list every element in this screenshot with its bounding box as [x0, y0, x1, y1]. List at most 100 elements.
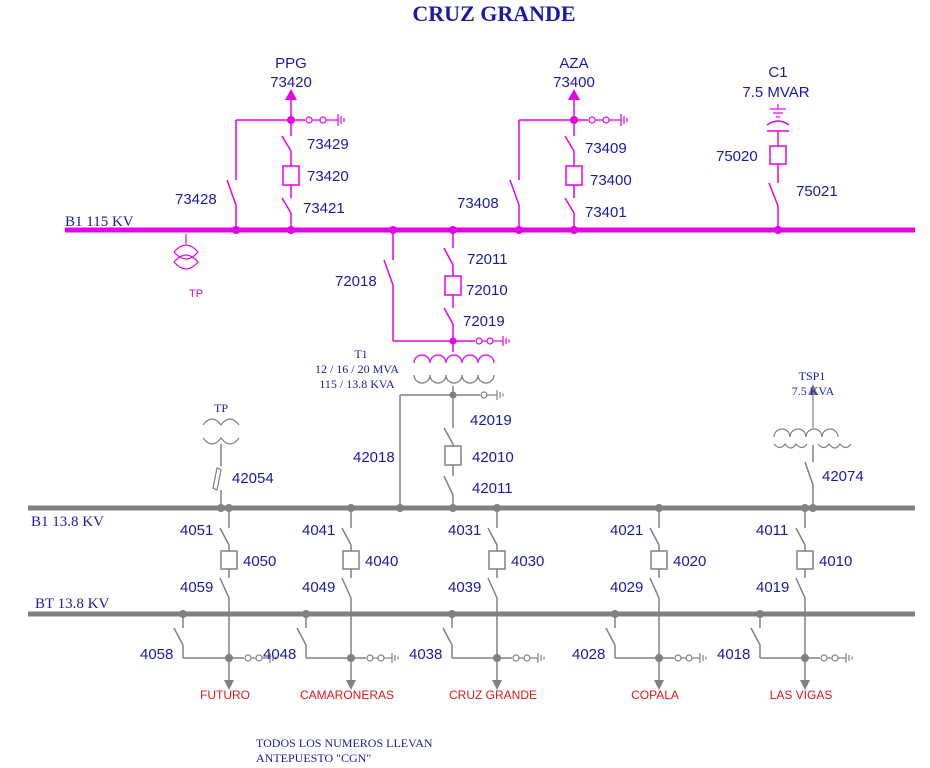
bypass-switch: [605, 627, 616, 646]
disconnect-switch: [564, 135, 575, 152]
line-number: 73420: [270, 74, 312, 91]
bypass-switch: [442, 627, 453, 646]
line-bay-ppg: PPG 73420 73429 73420 73421 73428: [175, 55, 349, 234]
feeder-arrow-icon: [800, 680, 810, 690]
disconnect-switch: [281, 197, 292, 214]
disconnect-switch: [649, 577, 660, 599]
ground-switch-contact: [685, 654, 693, 662]
disconnect-switch: [564, 197, 575, 214]
capacitor-bay: C1 7.5 MVAR 75020 75021: [716, 64, 838, 234]
disconnect-switch: [281, 135, 292, 152]
disconnect-switch: [795, 527, 806, 546]
tsp-winding-icon: [773, 428, 839, 438]
circuit-breaker: [342, 550, 360, 570]
circuit-breaker: [220, 550, 238, 570]
circuit-breaker: [650, 550, 668, 570]
feeder-name: COPALA: [631, 688, 679, 702]
disconnect-switch: [768, 182, 779, 207]
bypass-switch: [383, 259, 394, 286]
feeder-arrow-icon: [224, 680, 234, 690]
ground-switch-contact: [255, 654, 263, 662]
ground-switch-contact: [366, 654, 374, 662]
bypass-label: 4038: [409, 646, 442, 663]
breaker-label: 73420: [307, 168, 349, 185]
bypass-label: 4048: [263, 646, 296, 663]
power-transformer-t1: T1 12 / 16 / 20 MVA 115 / 13.8 KVA: [315, 347, 495, 391]
disconnect-switch: [443, 247, 454, 266]
disconnect-switch: [341, 577, 352, 599]
switch-label: 75021: [796, 183, 838, 200]
switch-label: 4011: [756, 522, 788, 539]
disconnect-switch: [219, 527, 230, 546]
breaker-label: 72010: [466, 282, 508, 299]
breaker-label: 4020: [673, 553, 706, 570]
line-name: PPG: [275, 55, 307, 72]
switch-label: 4019: [756, 579, 789, 596]
bus-bt-13-8kv-label: BT 13.8 KV: [35, 596, 109, 612]
potential-transformer-13-8: TP 42054: [202, 401, 274, 512]
feeder-arrow-icon: [654, 680, 664, 690]
fuse-icon: [212, 467, 222, 491]
ground-switch-contact: [244, 654, 252, 662]
feeder-name: LAS VIGAS: [770, 688, 833, 702]
bypass-label: 42018: [353, 449, 395, 466]
disconnect-switch: [219, 577, 230, 599]
tsp-arrow-icon: [808, 384, 818, 395]
note-line-1: TODOS LOS NUMEROS LLEVAN: [256, 736, 433, 750]
junction-node: [493, 654, 501, 662]
ground-switch-contact: [588, 116, 596, 124]
line-arrow-icon: [285, 89, 297, 100]
pt-label: TP: [189, 288, 203, 300]
bypass-label: 73428: [175, 191, 217, 208]
line-bay-aza: AZA 73400 73409 73400 73401 73408: [457, 55, 632, 234]
bypass-label: 72018: [335, 273, 377, 290]
ground-switch-contact: [820, 654, 828, 662]
feeder-name: FUTURO: [200, 688, 250, 702]
bypass-switch: [296, 627, 307, 646]
circuit-breaker: [282, 165, 300, 186]
line-name: AZA: [559, 55, 588, 72]
switch-label: 4021: [610, 522, 643, 539]
disconnect-switch: [795, 577, 806, 599]
ground-switch-contact: [480, 391, 488, 399]
breaker-label: 42010: [472, 449, 514, 466]
junction-node: [801, 654, 809, 662]
ground-switch-contact: [674, 654, 682, 662]
ground-switch-contact: [523, 654, 531, 662]
transformer-rating: 12 / 16 / 20 MVA: [315, 362, 399, 376]
switch-label: 73409: [585, 140, 627, 157]
feeder-arrow-icon: [346, 680, 356, 690]
capacitor-icon: [766, 120, 790, 126]
switch-label: 42011: [472, 480, 513, 497]
switch-label: 4031: [448, 522, 481, 539]
breaker-label: 4040: [365, 553, 398, 570]
switch-label: 4049: [302, 579, 335, 596]
disconnect-switch: [341, 527, 352, 546]
disconnect-switch: [443, 475, 454, 496]
circuit-breaker: [565, 165, 583, 186]
bus-b1-13-8kv-label: B1 13.8 KV: [31, 514, 104, 530]
bypass-label: 73408: [457, 195, 499, 212]
bypass-switch: [226, 179, 237, 206]
breaker-label: 4050: [243, 553, 276, 570]
breaker-label: 4010: [819, 553, 852, 570]
circuit-breaker: [488, 550, 506, 570]
switch-label: 4059: [180, 579, 213, 596]
bypass-label: 4018: [717, 646, 750, 663]
transformer-secondary-winding-icon: [413, 374, 495, 384]
feeder-name: CAMARONERAS: [300, 688, 394, 702]
pt-coil-icon: [202, 418, 240, 426]
transformer-bay-13-8: 42018 42019 42010 42011: [353, 386, 514, 512]
ground-switch-contact: [512, 654, 520, 662]
switch-label: 42019: [470, 412, 512, 429]
service-transformer-tsp1: TSP1 7.5 KVA 42074: [773, 369, 864, 512]
disconnect-switch: [487, 577, 498, 599]
switch-label: 73401: [585, 204, 627, 221]
breaker-label: 75020: [716, 148, 758, 165]
circuit-breaker: [444, 275, 462, 296]
fuse-label: 42074: [822, 468, 864, 485]
